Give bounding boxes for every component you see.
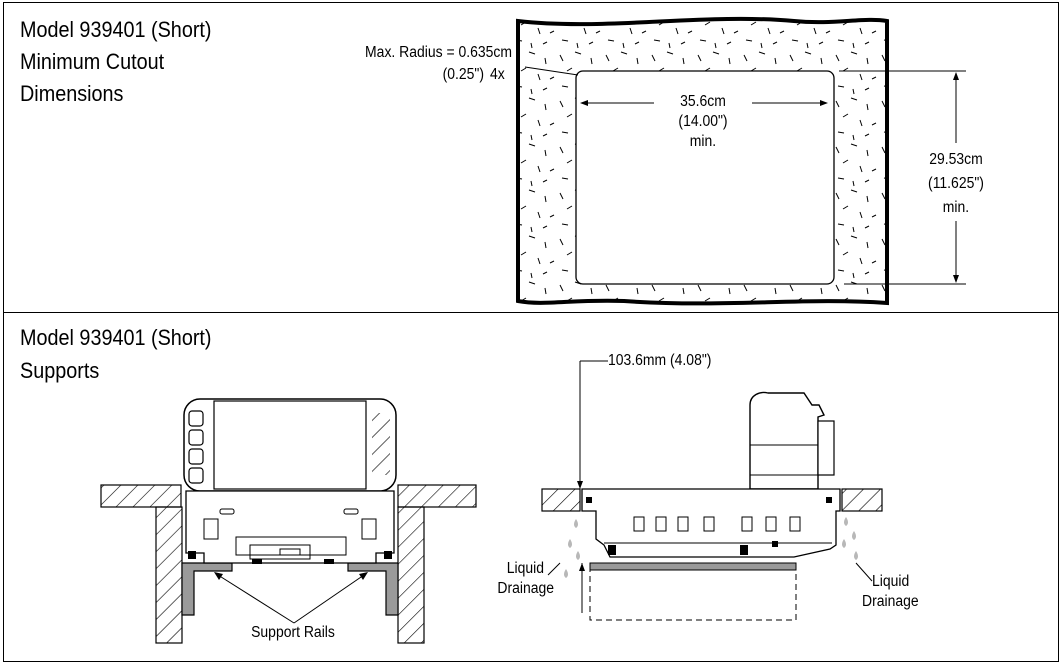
support-arrow-left-head	[214, 572, 223, 580]
radius-label: Max. Radius = 0.635cm	[365, 44, 512, 61]
width-min-label: min.	[689, 133, 717, 150]
side-scanner-bump	[817, 420, 835, 476]
drainage-right-leader	[855, 562, 873, 582]
cutout-opening	[575, 70, 835, 285]
drainage-right-label-1: Liquid	[872, 573, 910, 590]
side-body-feet	[586, 497, 832, 555]
drainage-right-label-2: Drainage	[862, 593, 919, 610]
countertop-outline	[516, 16, 889, 306]
liquid-drops	[564, 517, 858, 578]
drainage-left-leader	[547, 562, 561, 576]
offset-dimension-label: 103.6mm (4.08")	[608, 352, 712, 369]
radius-count-label: 4x	[490, 66, 505, 83]
side-scanner-tower	[749, 391, 825, 490]
front-counter-left	[100, 484, 182, 508]
supports-panel: Model 939401 (Short) Supports	[3, 312, 1059, 662]
side-counter-right	[841, 488, 883, 512]
scanner-side-buttons	[188, 410, 204, 484]
supports-title-line-1: Model 939401 (Short)	[20, 325, 212, 350]
height-min-label: min.	[942, 199, 970, 216]
height-arrow-top	[953, 72, 959, 80]
scanner-window	[213, 400, 367, 490]
drainage-left-label-2: Drainage	[497, 580, 554, 597]
support-rails-label: Support Rails	[251, 624, 335, 641]
drainage-left-label-1: Liquid	[506, 560, 544, 577]
side-view	[541, 360, 883, 621]
supports-drawing	[100, 360, 883, 644]
height-arrow-bottom	[953, 275, 959, 283]
width-arrow-right	[820, 100, 828, 106]
side-counter-left	[541, 488, 581, 512]
height-cm-label: 29.53cm	[929, 151, 983, 168]
height-inch-label: (11.625")	[928, 175, 984, 192]
offset-arrow-down	[577, 481, 583, 489]
side-scanner-body	[581, 488, 841, 558]
cutout-title-line-2: Minimum Cutout	[20, 49, 165, 74]
side-body-slots	[604, 516, 832, 544]
support-rail-right	[347, 562, 399, 616]
width-inch-label: (14.00")	[678, 113, 728, 130]
front-counter-right	[397, 484, 477, 508]
support-arrow-right-line	[293, 574, 365, 624]
cutout-title-line-1: Model 939401 (Short)	[20, 17, 212, 42]
cutout-dimensions-panel: Model 939401 (Short) Minimum Cutout Dime…	[3, 2, 1059, 314]
width-arrow-left	[580, 100, 588, 106]
radius-leader-line	[524, 66, 579, 76]
cutout-drawing	[516, 16, 966, 306]
offset-arrow-up	[579, 563, 585, 571]
front-view	[100, 398, 477, 644]
scanner-feet	[188, 551, 392, 564]
cutout-title-line-3: Dimensions	[20, 81, 124, 106]
side-support-outline-dashed	[589, 569, 797, 621]
support-rail-left	[181, 562, 233, 616]
supports-title-line-2: Supports	[20, 358, 100, 383]
radius-inch-label: (0.25")	[442, 66, 484, 83]
scanner-body-front	[185, 490, 395, 564]
front-cabinet-wall-left	[155, 506, 183, 644]
support-arrow-left-line	[217, 574, 295, 624]
support-arrow-right-head	[359, 572, 368, 580]
width-cm-label: 35.6cm	[680, 93, 726, 110]
front-cabinet-wall-right	[397, 506, 425, 644]
scanner-speaker-grille	[372, 413, 390, 475]
side-support-rail	[589, 562, 797, 571]
